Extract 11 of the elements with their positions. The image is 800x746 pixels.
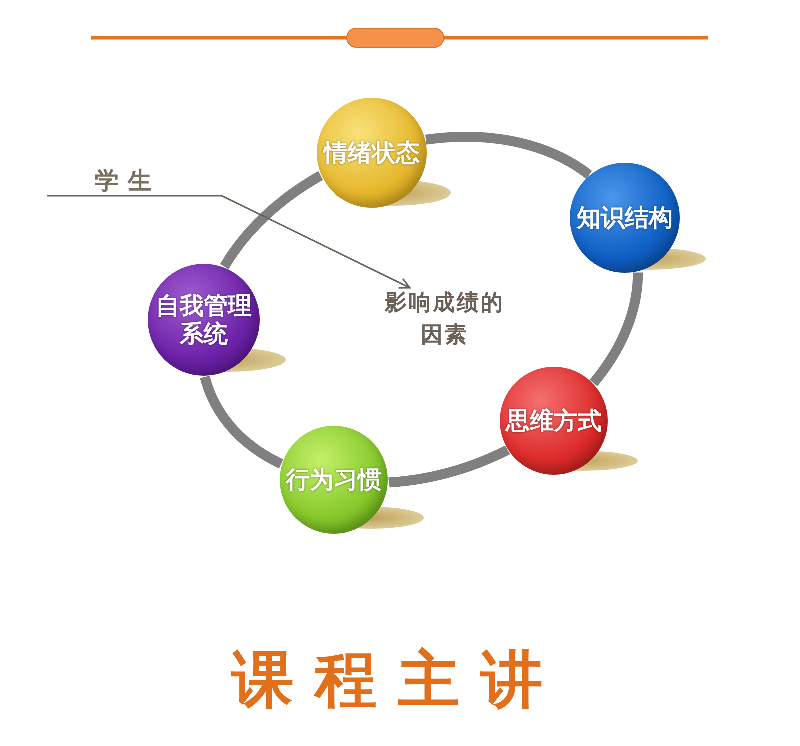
- node-label: 行为习惯: [286, 466, 382, 494]
- callout-text: 学生: [95, 166, 161, 196]
- heading-text: 课程主讲: [232, 642, 564, 718]
- connector-arc: [200, 373, 286, 469]
- node-label: 自我管理系统: [155, 292, 253, 348]
- leader-arrow: [47, 195, 411, 289]
- connector-arc: [220, 171, 326, 271]
- center-text: 影响成绩的因素: [380, 288, 510, 352]
- node-label: 情绪状态: [324, 139, 420, 167]
- node-label: 知识结构: [577, 204, 673, 232]
- node-label: 思维方式: [506, 407, 602, 435]
